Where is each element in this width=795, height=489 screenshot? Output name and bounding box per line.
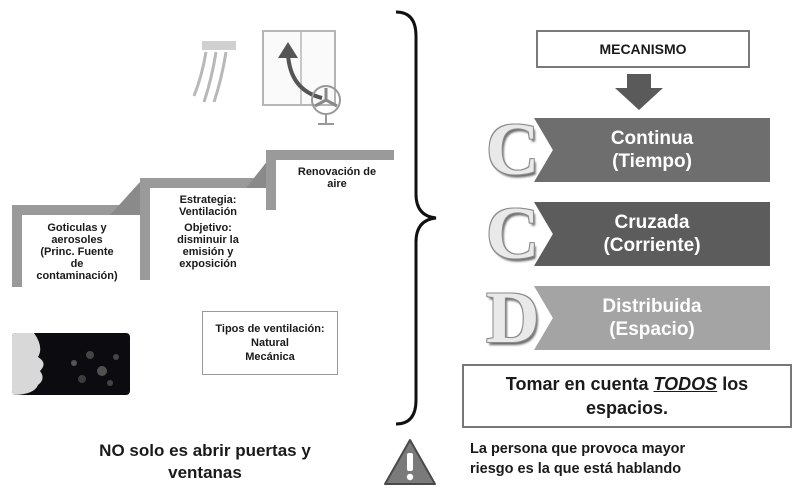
- mechanism-banner: Distribuida(Espacio): [534, 286, 770, 350]
- down-arrow-icon: [615, 74, 663, 110]
- mechanism-header: MECANISMO: [536, 30, 750, 68]
- warning-icon: [384, 439, 436, 485]
- not-only-open-note: NO solo es abrir puertas y ventanas: [99, 441, 311, 482]
- mechanism-cruzada: C Cruzada(Corriente): [486, 196, 776, 272]
- speaker-risk-note: La persona que provoca mayor riesgo es l…: [470, 441, 686, 477]
- consider-all-spaces-box: Tomar en cuenta TODOS los espacios.: [462, 364, 792, 428]
- mechanism-banner: Cruzada(Corriente): [534, 202, 770, 266]
- letter-d-icon: D: [486, 277, 540, 359]
- grouping-brace: [395, 10, 437, 426]
- fan-icon: [311, 85, 341, 125]
- letter-c-icon: C: [486, 193, 540, 275]
- mechanism-continua: C Continua(Tiempo): [486, 112, 776, 188]
- window-icon: [262, 30, 336, 106]
- mechanism-distribuida: D Distribuida(Espacio): [486, 280, 776, 356]
- speaking-person-image: [12, 333, 130, 395]
- curved-arrow-icon: [278, 42, 323, 100]
- air-vent-lines-icon: [192, 41, 236, 103]
- mechanism-banner: Continua(Tiempo): [534, 118, 770, 182]
- letter-c-icon: C: [486, 109, 540, 191]
- ventilation-types-box: Tipos de ventilación: Natural Mecánica: [202, 311, 338, 375]
